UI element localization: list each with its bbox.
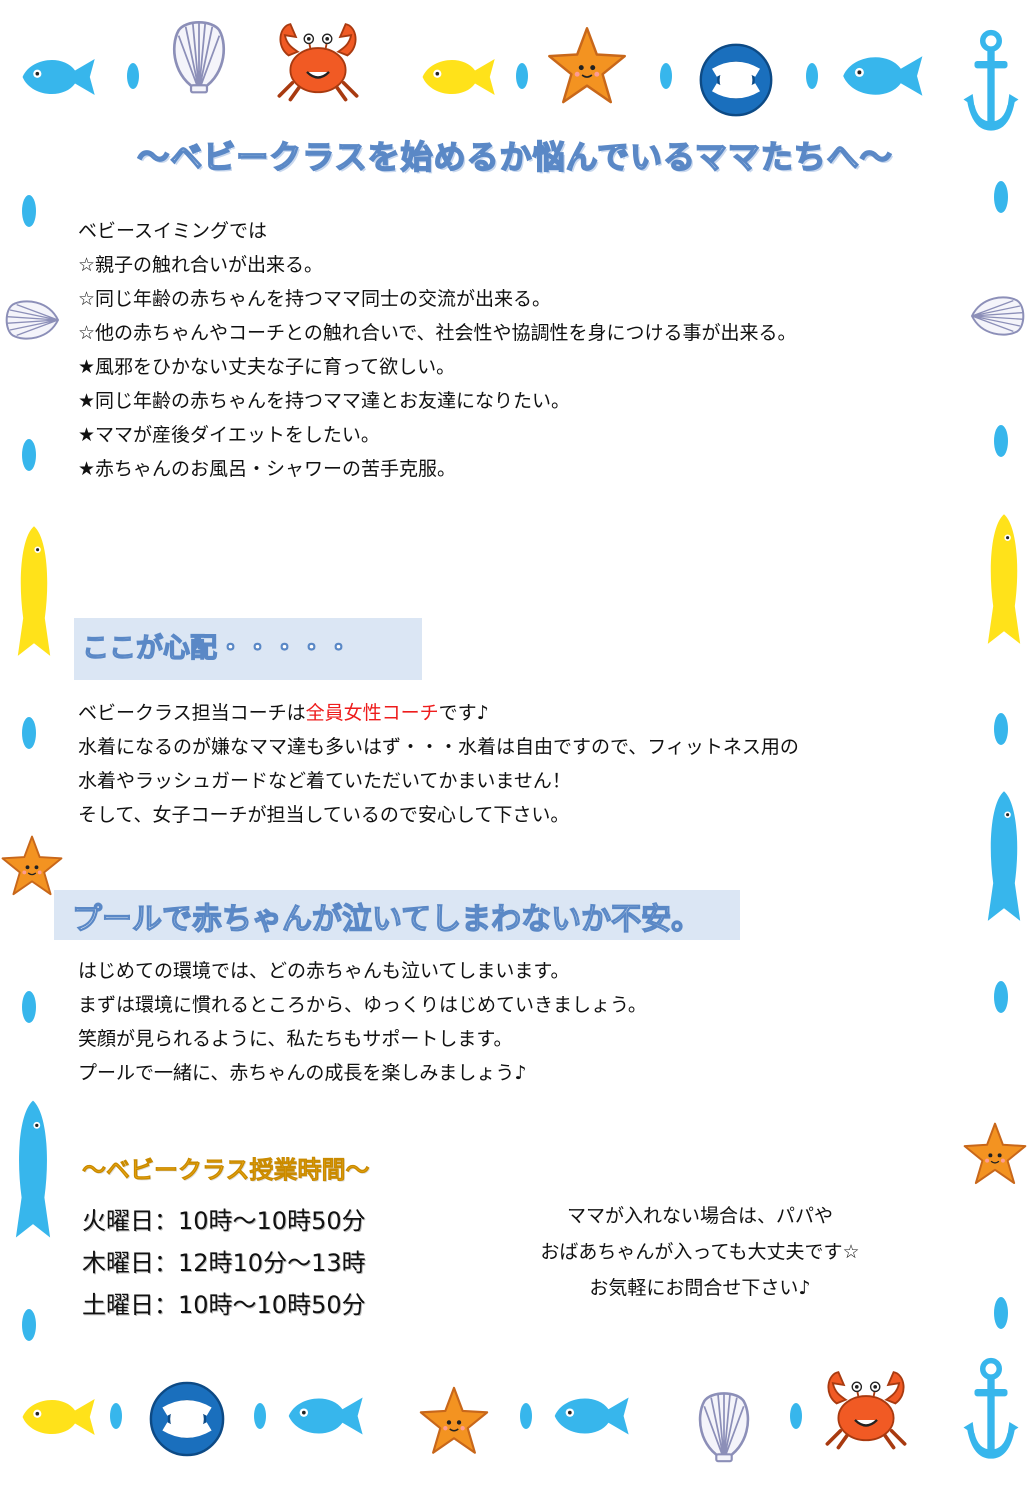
bubble-dot-icon [22, 990, 36, 1024]
blue-fish-icon [548, 1390, 632, 1442]
crying-line: 笑顔が見られるように、私たちもサポートします。 [78, 1028, 513, 1050]
bubble-dot-icon [254, 1402, 266, 1430]
bubble-dot-icon [806, 62, 818, 90]
yellow-fish-icon [416, 52, 498, 102]
schedule-row: 火曜日：10時～10時50分 [82, 1207, 366, 1235]
blue-fish-icon [14, 1092, 52, 1248]
page-title: ～ベビークラスを始めるか悩んでいるママたちへ～ [136, 137, 893, 177]
scallop-shell-icon [168, 2, 230, 110]
bubble-dot-icon [22, 1308, 36, 1342]
starfish-icon [418, 1364, 490, 1478]
life-ring-icon [696, 40, 776, 120]
life-ring-icon [146, 1378, 228, 1460]
bubble-dot-icon [994, 180, 1008, 214]
yellow-fish-icon [16, 516, 52, 668]
section-heading-worry: ここが心配・・・・・ [81, 632, 352, 664]
bubble-dot-icon [790, 1402, 802, 1430]
female-coach-highlight: 全員女性コーチ [305, 702, 439, 724]
coach-line: ベビークラス担当コーチは全員女性コーチです♪ [78, 696, 799, 730]
scallop-shell-icon [968, 262, 1028, 370]
coach-line-after: です♪ [438, 702, 489, 724]
bubble-dot-icon [516, 62, 528, 90]
note-line: おばあちゃんが入っても大丈夫です☆ [540, 1241, 860, 1263]
intro-line: ★風邪をひかない丈夫な子に育って欲しい。 [78, 356, 456, 378]
yellow-fish-icon [16, 1392, 98, 1442]
starfish-icon [546, 12, 628, 120]
blue-fish-icon [16, 52, 98, 102]
intro-line: ★同じ年齢の赤ちゃんを持つママ達とお友達になりたい。 [78, 390, 571, 412]
section-crying-body: はじめての環境では、どの赤ちゃんも泣いてしまいます。 まずは環境に慣れるところか… [78, 954, 647, 1090]
crab-icon [272, 14, 364, 106]
scallop-shell-icon [2, 266, 62, 374]
bubble-dot-icon [660, 62, 672, 90]
schedule-list: 火曜日：10時～10時50分 木曜日：12時10分～13時 土曜日：10時～10… [82, 1200, 366, 1326]
bubble-dot-icon [127, 62, 139, 90]
note-line: ママが入れない場合は、パパや [566, 1205, 833, 1227]
blue-fish-icon [282, 1390, 366, 1442]
blue-fish-icon [986, 778, 1022, 936]
intro-line: ☆他の赤ちゃんやコーチとの触れ合いで、社会性や協調性を身につける事が出来る。 [78, 322, 797, 344]
schedule-row: 土曜日：10時～10時50分 [82, 1291, 366, 1319]
bubble-dot-icon [110, 1402, 122, 1430]
bubble-dot-icon [994, 1296, 1008, 1330]
schedule-title: ～ベビークラス授業時間～ [82, 1156, 370, 1185]
parent-note: ママが入れない場合は、パパや おばあちゃんが入っても大丈夫です☆ お気軽にお問合… [500, 1198, 900, 1306]
intro-line: ベビースイミングでは [78, 220, 268, 242]
note-line: お気軽にお問合せ下さい♪ [589, 1277, 811, 1299]
anchor-icon [962, 28, 1020, 138]
intro-line: ★ママが産後ダイエットをしたい。 [78, 424, 380, 446]
intro-line: ☆親子の触れ合いが出来る。 [78, 254, 324, 276]
intro-line: ☆同じ年齢の赤ちゃんを持つママ同士の交流が出来る。 [78, 288, 552, 310]
crying-line: はじめての環境では、どの赤ちゃんも泣いてしまいます。 [78, 960, 570, 982]
crying-line: まずは環境に慣れるところから、ゆっくりはじめていきましょう。 [78, 994, 647, 1016]
bubble-dot-icon [994, 712, 1008, 746]
intro-line: ★赤ちゃんのお風呂・シャワーの苦手克服。 [78, 458, 457, 480]
crying-line: プールで一緒に、赤ちゃんの成長を楽しみましょう♪ [78, 1062, 527, 1084]
bubble-dot-icon [994, 980, 1008, 1014]
intro-list: ベビースイミングでは ☆親子の触れ合いが出来る。 ☆同じ年齢の赤ちゃんを持つママ… [78, 214, 797, 486]
bubble-dot-icon [22, 438, 36, 472]
crab-icon [820, 1362, 912, 1454]
bubble-dot-icon [520, 1402, 532, 1430]
scallop-shell-icon [694, 1372, 754, 1480]
bubble-dot-icon [22, 194, 36, 228]
section-heading-crying-box [54, 890, 740, 940]
section-heading-crying: プールで赤ちゃんが泣いてしまわないか不安。 [71, 901, 702, 937]
bubble-dot-icon [22, 716, 36, 750]
bubble-dot-icon [994, 424, 1008, 458]
worry-line: そして、女子コーチが担当しているので安心して下さい。 [78, 804, 570, 826]
anchor-icon [962, 1356, 1020, 1466]
coach-line-before: ベビークラス担当コーチは [78, 702, 306, 724]
section-heading-worry-box [74, 618, 422, 680]
starfish-icon [962, 1094, 1028, 1214]
schedule-row: 木曜日：12時10分～13時 [82, 1249, 366, 1277]
section-worry-body: ベビークラス担当コーチは全員女性コーチです♪ 水着になるのが嫌なママ達も多いはず… [78, 696, 799, 832]
worry-line: 水着になるのが嫌なママ達も多いはず・・・水着は自由ですので、フィットネス用の [78, 736, 799, 758]
blue-fish-icon [836, 48, 926, 104]
yellow-fish-icon [986, 500, 1022, 660]
worry-line: 水着やラッシュガードなど着ていただいてかまいません！ [78, 770, 571, 792]
